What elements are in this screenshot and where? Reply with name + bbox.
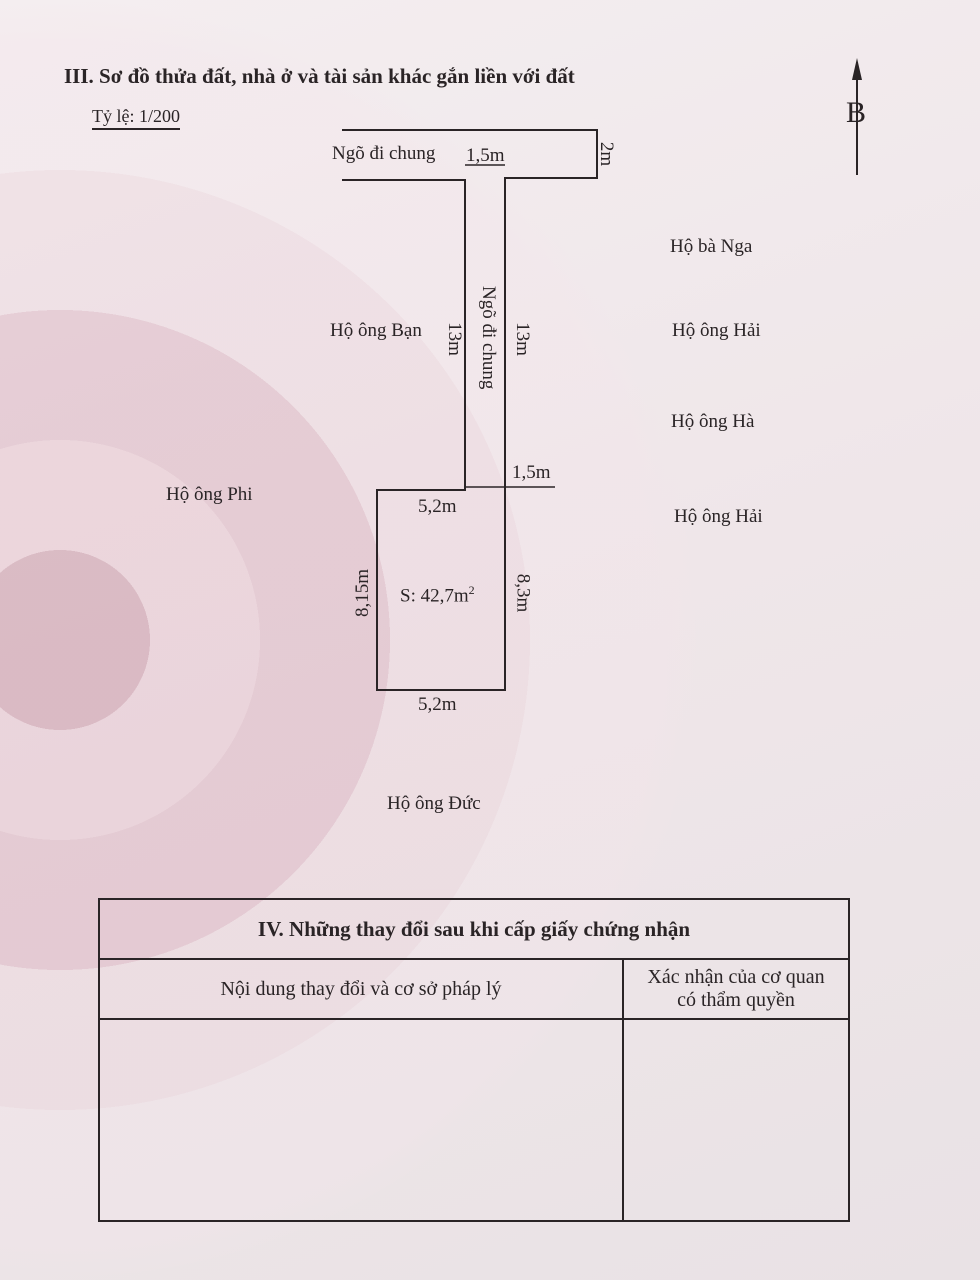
section-3-title: III. Sơ đồ thửa đất, nhà ở và tài sản kh…	[64, 64, 575, 88]
lane-top-depth: 2m	[596, 141, 618, 167]
parcel-area-unit-sup: 2	[468, 583, 475, 597]
neighbor-hai-2: Hộ ông Hải	[674, 506, 763, 527]
neighbor-nga: Hộ bà Nga	[670, 236, 753, 257]
land-plot-diagram	[342, 58, 862, 691]
parcel-top-length: 5,2m	[418, 496, 457, 517]
parcel-bottom-length: 5,2m	[418, 694, 457, 715]
lane-top-outline	[342, 129, 598, 691]
confirm-line-2: có thẩm quyền	[677, 989, 795, 1011]
section-4-title: IV. Những thay đổi sau khi cấp giấy chứn…	[98, 898, 850, 960]
parcel-area: S: 42,7m2	[400, 583, 475, 607]
lane-bottom-width: 1,5m	[512, 462, 551, 483]
neighbor-ban: Hộ ông Bạn	[330, 320, 422, 341]
scale-label: Tỷ lệ: 1/200	[92, 106, 180, 130]
parcel-right-length: 8,3m	[512, 573, 534, 613]
north-label: B	[846, 96, 867, 129]
confirm-line-1: Xác nhận của cơ quan	[647, 966, 825, 988]
changes-table: IV. Những thay đổi sau khi cấp giấy chứn…	[98, 898, 850, 1222]
content-cell	[98, 1018, 624, 1222]
column-header-content: Nội dung thay đổi và cơ sở pháp lý	[98, 958, 624, 1020]
lane-vertical-label: Ngõ đi chung	[478, 286, 499, 390]
column-header-confirm: Xác nhận của cơ quan có thẩm quyền	[622, 958, 850, 1020]
lane-top-width: 1,5m	[466, 145, 505, 166]
parcel-left-length: 8,15m	[352, 568, 374, 618]
lane-left-length: 13m	[443, 322, 465, 356]
lane-top-label: Ngõ đi chung	[332, 143, 436, 164]
neighbor-hai-1: Hộ ông Hải	[672, 320, 761, 341]
neighbor-duc: Hộ ông Đức	[387, 793, 481, 814]
lane-right-length: 13m	[511, 322, 533, 356]
parcel-area-value: S: 42,7m	[400, 585, 469, 607]
confirm-cell	[622, 1018, 850, 1222]
north-arrow-head	[852, 58, 862, 80]
neighbor-ha: Hộ ông Hà	[671, 411, 755, 432]
neighbor-phi: Hộ ông Phi	[166, 484, 253, 505]
